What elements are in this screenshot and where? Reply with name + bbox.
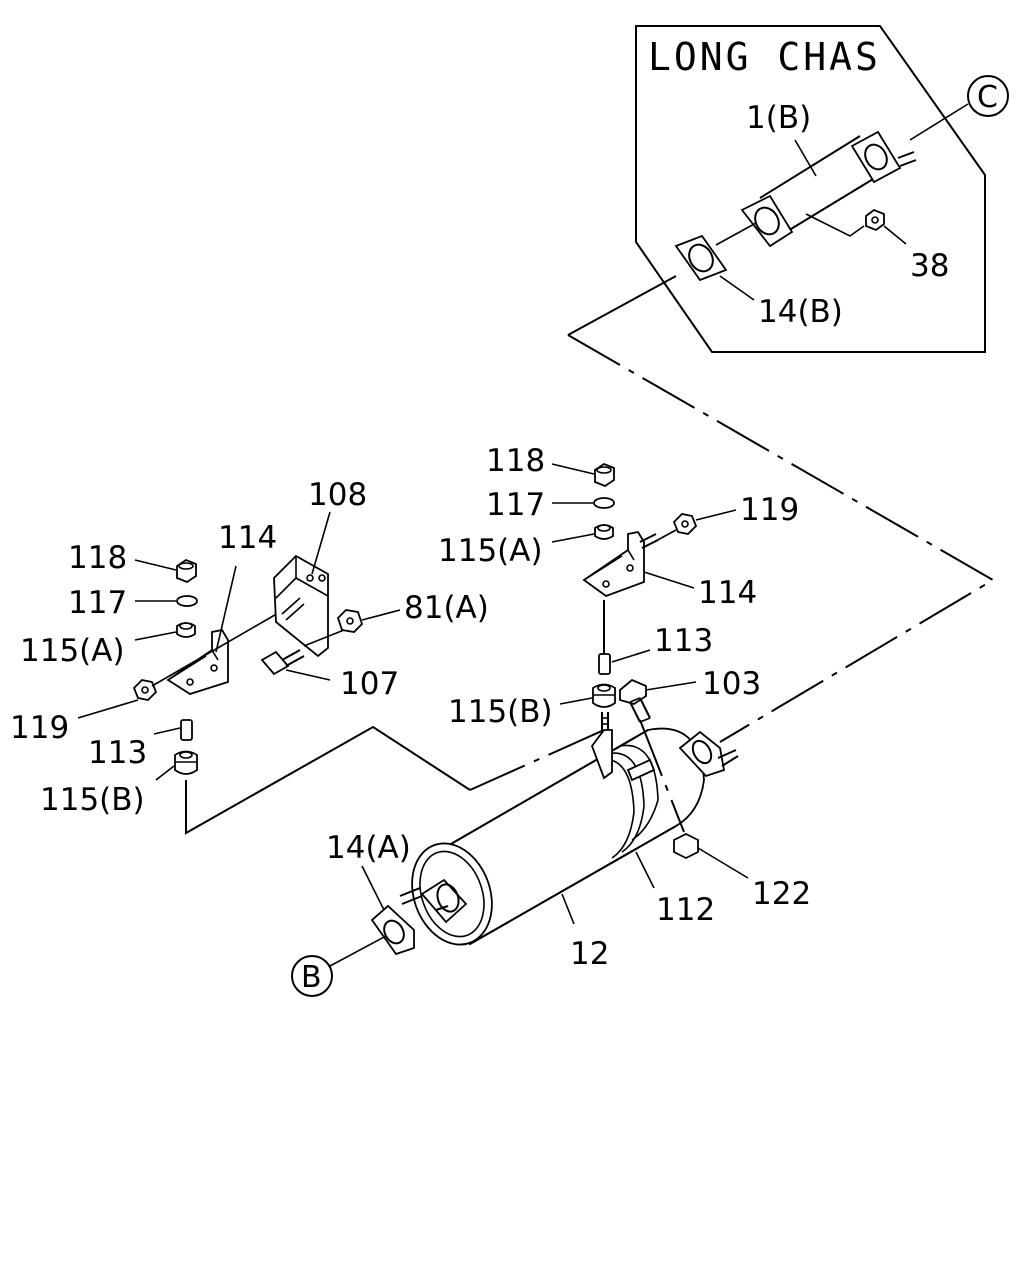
gasket-14b bbox=[674, 234, 728, 282]
label-14b: 14(B) bbox=[758, 294, 843, 330]
nut-119-right bbox=[672, 513, 698, 535]
label-81a: 81(A) bbox=[404, 590, 489, 626]
bracket-114-right bbox=[582, 530, 659, 598]
collar-113-left bbox=[180, 719, 193, 741]
label-114-right: 114 bbox=[698, 575, 757, 611]
rubber-115b-left bbox=[174, 750, 198, 775]
ref-b-circle bbox=[291, 955, 333, 997]
label-119-left: 119 bbox=[10, 710, 69, 746]
label-118-right: 118 bbox=[486, 443, 545, 479]
label-14a: 14(A) bbox=[326, 830, 411, 866]
ref-c-label: C bbox=[977, 80, 998, 115]
bolt-103 bbox=[619, 678, 651, 723]
nut-122 bbox=[673, 832, 699, 860]
ref-c-circle bbox=[967, 75, 1009, 117]
label-113-right: 113 bbox=[654, 623, 713, 659]
label-115a-left: 115(A) bbox=[20, 633, 125, 669]
washer-117-left bbox=[176, 595, 198, 607]
label-103: 103 bbox=[702, 666, 761, 702]
band-112 bbox=[590, 712, 656, 859]
label-38: 38 bbox=[910, 248, 949, 284]
bolt-107 bbox=[260, 649, 305, 676]
label-107: 107 bbox=[340, 666, 399, 702]
bracket-108 bbox=[273, 554, 329, 658]
nut-119-left bbox=[132, 679, 158, 701]
label-12: 12 bbox=[570, 936, 609, 972]
left-hanger-assembly: 118 117 115(A) 114 119 bbox=[10, 520, 471, 835]
rubber-115a-right bbox=[594, 524, 614, 540]
pipe-1b bbox=[740, 130, 917, 248]
label-108: 108 bbox=[308, 477, 367, 513]
nut-118-right bbox=[594, 462, 615, 488]
label-112: 112 bbox=[656, 892, 715, 928]
label-1b: 1(B) bbox=[746, 100, 811, 136]
label-115a-right: 115(A) bbox=[438, 533, 543, 569]
rubber-115b-right bbox=[592, 683, 616, 708]
long-chassis-inset: LONG CHAS C 1(B) 38 bbox=[635, 25, 1009, 353]
label-122: 122 bbox=[752, 876, 811, 912]
label-119-right: 119 bbox=[740, 492, 799, 528]
label-115b-left: 115(B) bbox=[40, 782, 145, 818]
collar-113-right bbox=[598, 653, 611, 675]
washer-117-right bbox=[593, 497, 615, 509]
label-117-left: 117 bbox=[68, 585, 127, 621]
label-113-left: 113 bbox=[88, 735, 147, 771]
muffler-12 bbox=[399, 727, 739, 946]
rubber-115a-left bbox=[176, 622, 196, 638]
bracket-114-left bbox=[166, 628, 229, 695]
right-hanger-assembly: 118 117 115(A) 119 114 bbox=[438, 443, 799, 730]
nut-38 bbox=[865, 208, 885, 232]
ref-b-label: B bbox=[301, 960, 322, 995]
nut-118-left bbox=[176, 558, 197, 584]
label-115b-right: 115(B) bbox=[448, 694, 553, 730]
inset-title: LONG CHAS bbox=[648, 35, 881, 79]
label-117-right: 117 bbox=[486, 487, 545, 523]
label-114-left: 114 bbox=[218, 520, 277, 556]
label-118-left: 118 bbox=[68, 540, 127, 576]
gasket-14a bbox=[370, 904, 415, 956]
nut-81a bbox=[336, 609, 364, 633]
